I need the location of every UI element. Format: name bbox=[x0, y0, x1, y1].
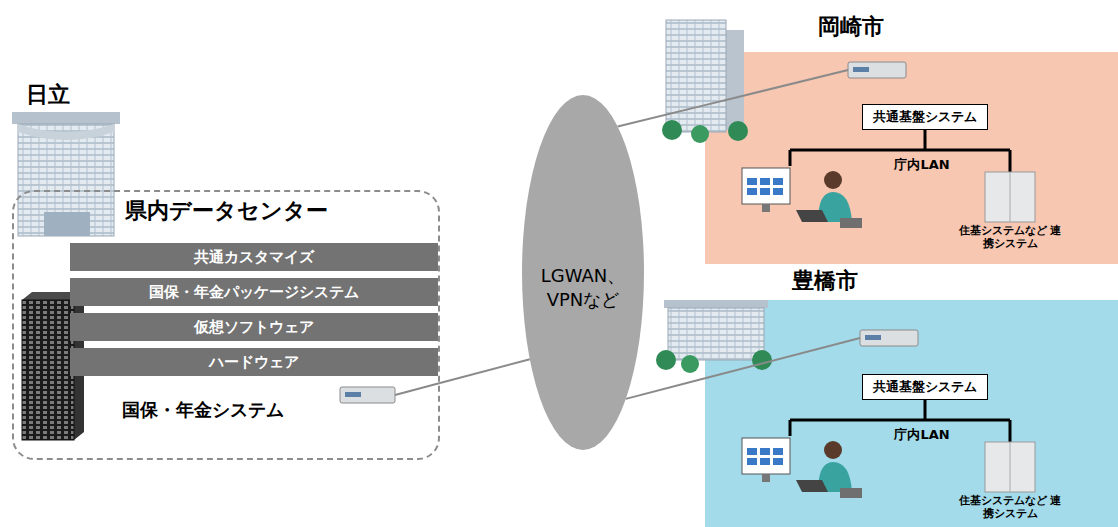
router-light bbox=[345, 392, 361, 397]
router-body bbox=[340, 387, 395, 403]
band-text: 共通カスタマイズ bbox=[194, 248, 314, 267]
network-link bbox=[618, 105, 705, 126]
screen-tile bbox=[760, 188, 770, 195]
group-title: 県内データセンター bbox=[125, 196, 328, 226]
network-text: LGWAN、VPNなど bbox=[535, 264, 631, 311]
layer-band: ハードウェア bbox=[70, 348, 438, 376]
screen-tile bbox=[773, 178, 783, 185]
router-wire bbox=[705, 70, 848, 105]
hitachi-building bbox=[18, 124, 114, 236]
datacenter-group: 県内データセンター国保・年金システム 共通カスタマイズ国保・年金パッケージシステム… bbox=[12, 190, 440, 460]
tree bbox=[752, 350, 772, 370]
tower-side bbox=[726, 30, 744, 130]
screen-tile bbox=[747, 178, 757, 185]
router-body bbox=[848, 62, 906, 78]
screen-tile bbox=[747, 188, 757, 195]
box-text: 共通基盤システム bbox=[873, 377, 977, 397]
screen-tile bbox=[773, 188, 783, 195]
lan-label: 庁内LAN bbox=[894, 426, 949, 444]
cabinet-line bbox=[1010, 172, 1011, 222]
monitor-stand bbox=[762, 204, 770, 212]
city-region: 豊橋市共通基盤システム bbox=[705, 300, 1118, 527]
chair bbox=[840, 218, 862, 228]
band-text: ハードウェア bbox=[209, 353, 299, 372]
layer-band: 仮想ソフトウェア bbox=[70, 313, 438, 341]
system-label: 住基システムなど 連携システム bbox=[954, 224, 1066, 250]
okazaki-area bbox=[705, 52, 1118, 264]
building-curve bbox=[18, 124, 114, 140]
toyohashi-building bbox=[668, 308, 764, 360]
router-wire bbox=[395, 383, 440, 395]
okazaki-building bbox=[666, 20, 726, 132]
office-illustration bbox=[742, 397, 1035, 498]
tree bbox=[662, 120, 682, 140]
tree bbox=[691, 125, 709, 143]
toyohashi-area bbox=[705, 300, 1118, 527]
building-roof bbox=[664, 300, 768, 308]
band-text: 国保・年金パッケージシステム bbox=[149, 283, 359, 302]
city-name: 豊橋市 bbox=[792, 266, 858, 296]
tree bbox=[681, 355, 699, 373]
server-cabinet bbox=[985, 172, 1035, 222]
server-rack bbox=[22, 300, 74, 440]
router-light bbox=[865, 335, 881, 340]
router bbox=[340, 387, 395, 403]
router-light bbox=[853, 67, 869, 72]
company-label: 日立 bbox=[26, 80, 70, 110]
person-head bbox=[824, 171, 842, 189]
layer-band: 共通カスタマイズ bbox=[70, 243, 438, 271]
network-link bbox=[440, 359, 530, 383]
system-name: 国保・年金システム bbox=[122, 398, 284, 422]
system-box: 共通基盤システム bbox=[862, 104, 988, 130]
tree bbox=[656, 350, 676, 370]
tree bbox=[728, 121, 748, 141]
router bbox=[848, 62, 906, 78]
system-box: 共通基盤システム bbox=[862, 374, 988, 400]
box-text: 共通基盤システム bbox=[873, 107, 977, 127]
building-roof bbox=[12, 112, 120, 124]
band-text: 仮想ソフトウェア bbox=[194, 318, 314, 337]
system-label: 住基システムなど 連携システム bbox=[954, 494, 1066, 520]
network-link bbox=[626, 378, 705, 399]
router-wire bbox=[705, 338, 860, 378]
layer-band: 国保・年金パッケージシステム bbox=[70, 278, 438, 306]
laptop bbox=[796, 210, 828, 222]
router-body bbox=[860, 330, 918, 346]
lan-label: 庁内LAN bbox=[894, 156, 949, 174]
ellipse-fill bbox=[522, 95, 644, 450]
city-name: 岡崎市 bbox=[818, 12, 884, 42]
building-entrance bbox=[44, 212, 90, 236]
network-ellipse: LGWAN、VPNなど bbox=[522, 95, 644, 450]
screen-tile bbox=[760, 178, 770, 185]
router bbox=[860, 330, 918, 346]
office-illustration bbox=[742, 127, 1035, 228]
monitor bbox=[742, 168, 790, 204]
